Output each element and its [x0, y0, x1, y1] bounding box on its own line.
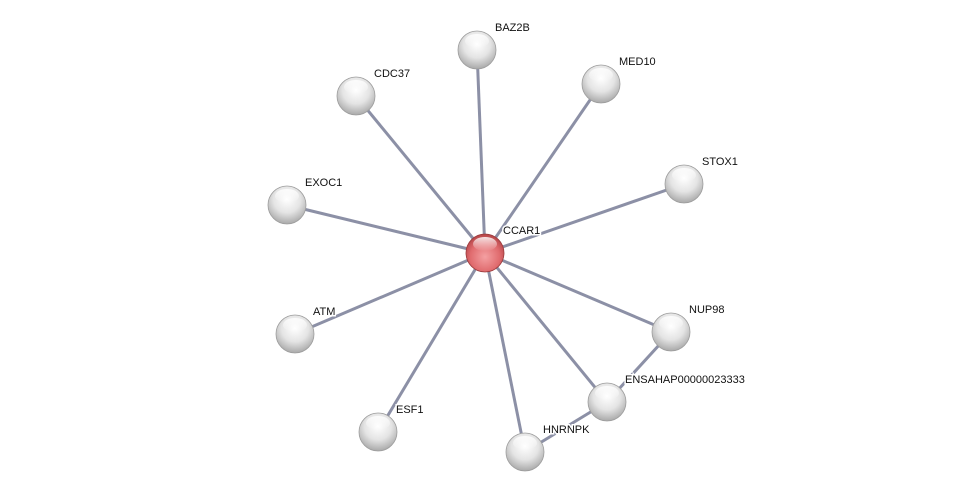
node-label: ENSAHAP00000023333	[625, 374, 745, 386]
node-label: HNRNPK	[543, 424, 590, 436]
node-esf1[interactable]: ESF1	[358, 403, 425, 452]
node-highlight	[275, 189, 299, 203]
edge-ccar1-baz2b[interactable]	[475, 49, 487, 254]
edge-ccar1-stox1[interactable]	[484, 182, 685, 255]
node-label: ESF1	[396, 404, 424, 416]
node-cdc37[interactable]: CDC37	[336, 67, 412, 116]
node-ensahap00000023333[interactable]: ENSAHAP00000023333	[587, 373, 746, 422]
node-nup98[interactable]: NUP98	[651, 303, 726, 352]
edge-ccar1-hnrnpk[interactable]	[483, 252, 527, 453]
node-label: ATM	[313, 306, 335, 318]
node-label: NUP98	[689, 304, 724, 316]
node-label: STOX1	[702, 156, 738, 168]
edge-ccar1-nup98[interactable]	[484, 251, 672, 334]
node-label: BAZ2B	[495, 22, 530, 34]
node-highlight	[589, 68, 613, 82]
edge-ccar1-med10[interactable]	[483, 83, 603, 254]
node-label: MED10	[619, 56, 656, 68]
node-highlight	[283, 318, 307, 332]
node-highlight	[473, 237, 497, 251]
edge-ccar1-atm[interactable]	[294, 251, 486, 336]
node-highlight	[595, 386, 619, 400]
node-label: CDC37	[374, 68, 410, 80]
edge-ccar1-cdc37[interactable]	[354, 95, 487, 254]
node-exoc1[interactable]: EXOC1	[267, 176, 344, 225]
node-highlight	[344, 80, 368, 94]
node-med10[interactable]: MED10	[581, 55, 657, 104]
node-highlight	[672, 168, 696, 182]
edge-ccar1-exoc1[interactable]	[286, 203, 486, 255]
node-highlight	[465, 34, 489, 48]
node-atm[interactable]: ATM	[275, 305, 337, 354]
node-label: CCAR1	[503, 225, 540, 237]
node-ccar1[interactable]: CCAR1	[465, 224, 542, 273]
edge-ccar1-esf1[interactable]	[376, 252, 487, 433]
node-baz2b[interactable]: BAZ2B	[457, 21, 531, 70]
edge-ccar1-ensahap00000023333[interactable]	[483, 252, 609, 403]
node-highlight	[366, 416, 390, 430]
node-highlight	[659, 316, 683, 330]
node-highlight	[513, 436, 537, 450]
node-stox1[interactable]: STOX1	[664, 155, 739, 204]
node-label: EXOC1	[305, 177, 342, 189]
node-hnrnpk[interactable]: HNRNPK	[505, 423, 592, 472]
